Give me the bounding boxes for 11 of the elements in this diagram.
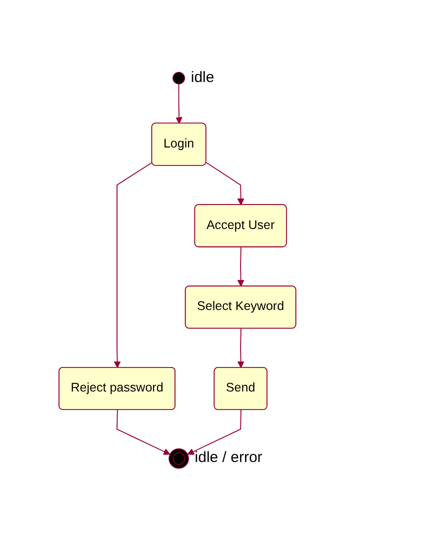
arrow <box>238 246 244 286</box>
arrow <box>238 328 244 368</box>
arrow <box>114 162 153 368</box>
arrow <box>116 409 170 454</box>
arrow <box>176 83 183 124</box>
node-circle <box>172 72 186 84</box>
state-caption: idle / error <box>194 449 262 468</box>
arrow <box>206 162 244 205</box>
state-caption: idle <box>190 68 214 87</box>
node-circle <box>168 448 190 468</box>
arrow <box>188 409 242 454</box>
